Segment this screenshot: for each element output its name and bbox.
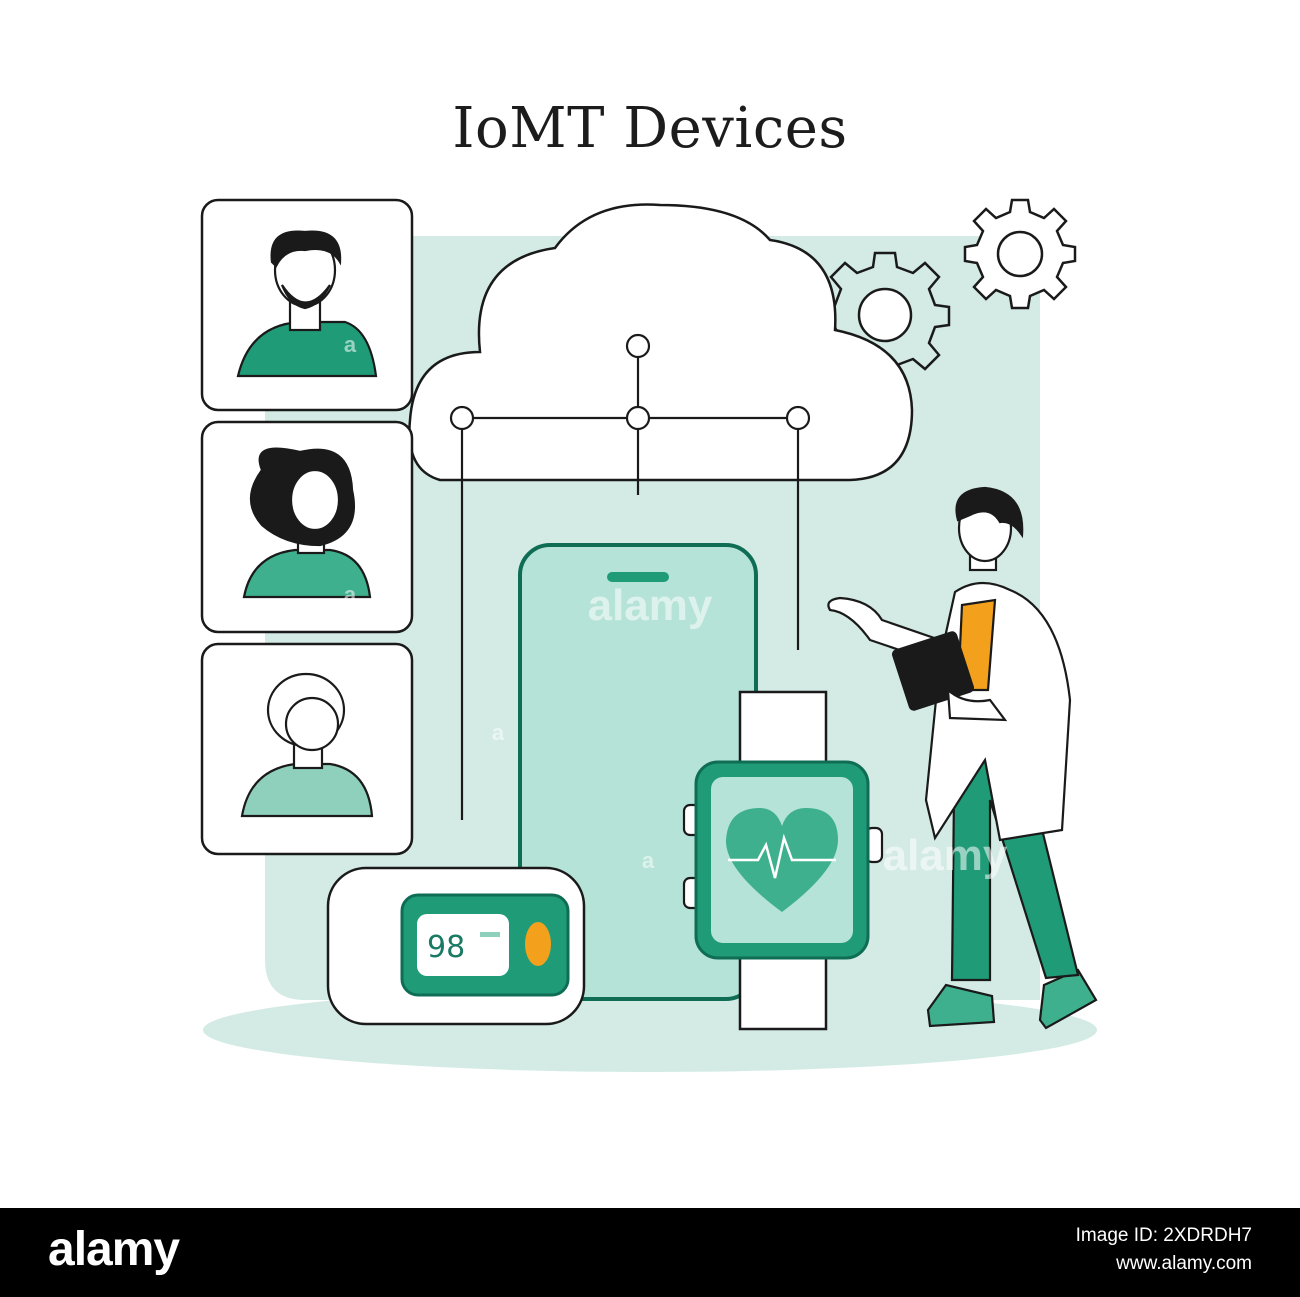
footer-bar: alamy Image ID: 2XDRDH7 www.alamy.com — [0, 1208, 1300, 1297]
smartwatch[interactable] — [682, 690, 884, 1031]
illustration: 98 alamy alamy a a a a a — [200, 198, 1098, 1072]
patient-card-2[interactable] — [200, 420, 414, 634]
page-title: IoMT Devices — [452, 96, 848, 161]
cloud-icon — [408, 203, 914, 482]
gear-icon — [963, 198, 1077, 310]
pulse-oximeter[interactable]: 98 — [326, 866, 586, 1026]
footer-meta: Image ID: 2XDRDH7 www.alamy.com — [1076, 1222, 1252, 1278]
watermark-2: alamy — [883, 831, 1008, 880]
watermark-3: a — [344, 332, 357, 357]
avatar-icon — [240, 672, 374, 818]
avatar-icon — [242, 447, 372, 599]
watermark-4: a — [344, 582, 357, 607]
watermark-7: a — [794, 720, 807, 745]
watermark-1: alamy — [588, 581, 713, 630]
footer-logo[interactable]: alamy — [48, 1223, 180, 1276]
heart-pulse-icon — [725, 808, 838, 912]
patient-card-1[interactable] — [200, 198, 414, 412]
oximeter-reading: 98 — [427, 930, 465, 965]
avatar-icon — [236, 230, 378, 378]
network-connections — [449, 333, 811, 820]
patient-card-3[interactable] — [200, 642, 414, 856]
watermark-5: a — [492, 720, 505, 745]
image-id-label: Image ID: 2XDRDH7 — [1075, 1225, 1252, 1246]
watermark-6: a — [642, 848, 655, 873]
doctor-figure — [827, 486, 1098, 1030]
footer-url[interactable]: www.alamy.com — [1116, 1253, 1252, 1274]
